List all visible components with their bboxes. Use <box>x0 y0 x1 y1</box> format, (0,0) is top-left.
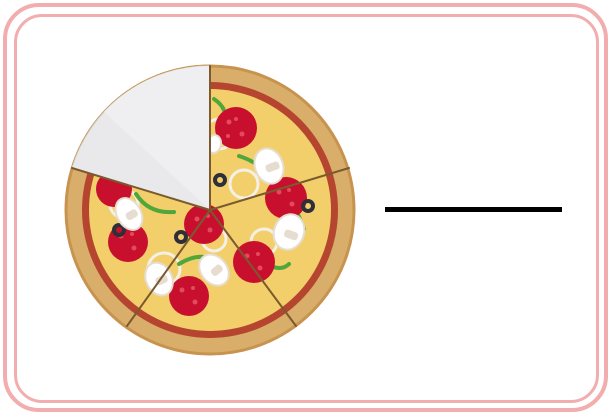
pizza-fraction-image <box>64 64 356 356</box>
slice-cut-lines <box>71 65 350 327</box>
answer-blank-line <box>385 207 562 212</box>
mushroom-group <box>114 134 306 297</box>
card-outer-border <box>3 3 608 412</box>
